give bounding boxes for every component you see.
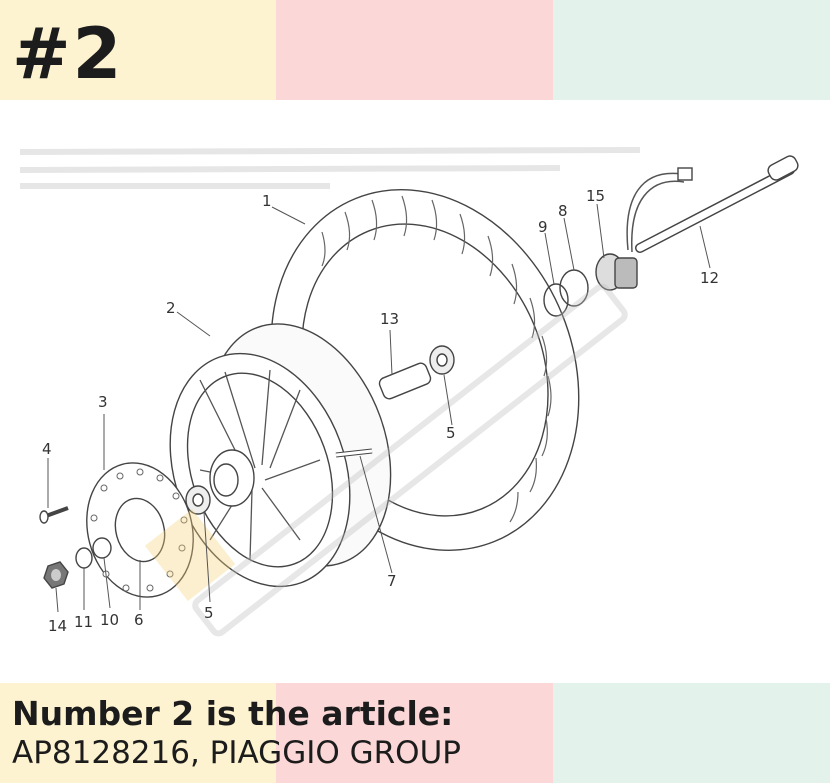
speedometer-drive — [595, 167, 693, 291]
spacer-washer — [92, 537, 112, 559]
band-yellow — [0, 0, 276, 100]
wheel-rim — [169, 323, 392, 588]
brake-disc — [86, 462, 194, 598]
callout-8: 8 — [558, 202, 568, 220]
wheel-axle — [635, 155, 799, 253]
bottom-color-band — [0, 683, 830, 783]
faded-background-text — [19, 147, 641, 189]
bearing-lower — [185, 485, 211, 515]
bearing-upper — [429, 345, 455, 375]
exploded-parts-diagram: 1 2 3 4 5 5 6 7 8 9 10 11 12 13 14 15 — [19, 147, 799, 637]
callout-4: 4 — [42, 440, 52, 458]
washer — [75, 547, 93, 569]
callout-13: 13 — [380, 310, 399, 328]
callout-3: 3 — [98, 393, 108, 411]
band-green — [553, 683, 830, 783]
callout-leader-lines — [47, 203, 711, 613]
callout-15: 15 — [586, 187, 605, 205]
callout-5-upper: 5 — [446, 424, 456, 442]
callout-14: 14 — [48, 617, 67, 635]
spacer — [378, 362, 432, 400]
callout-10: 10 — [100, 611, 119, 629]
callout-9: 9 — [538, 218, 548, 236]
callout-11: 11 — [74, 613, 93, 631]
callout-1: 1 — [262, 192, 272, 210]
axle-nut — [43, 561, 69, 589]
article-code: AP8128216, PIAGGIO GROUP — [12, 735, 461, 771]
circlip-ring — [543, 283, 569, 317]
callout-6: 6 — [134, 611, 144, 629]
callout-2: 2 — [166, 299, 176, 317]
disc-screw — [39, 506, 69, 524]
callout-12: 12 — [700, 269, 719, 287]
callout-7: 7 — [387, 572, 397, 590]
item-number-badge: #2 — [12, 13, 124, 95]
valve-bolt — [335, 448, 373, 458]
band-green — [553, 0, 830, 100]
article-caption: Number 2 is the article: AP8128216, PIAG… — [12, 695, 461, 773]
band-pink — [276, 0, 553, 100]
callout-5-lower: 5 — [204, 604, 214, 622]
band-pink — [276, 683, 553, 783]
caption-heading: Number 2 is the article: — [12, 694, 454, 733]
watermark-logo — [144, 283, 628, 637]
top-color-band — [0, 0, 830, 100]
band-yellow — [0, 683, 276, 783]
